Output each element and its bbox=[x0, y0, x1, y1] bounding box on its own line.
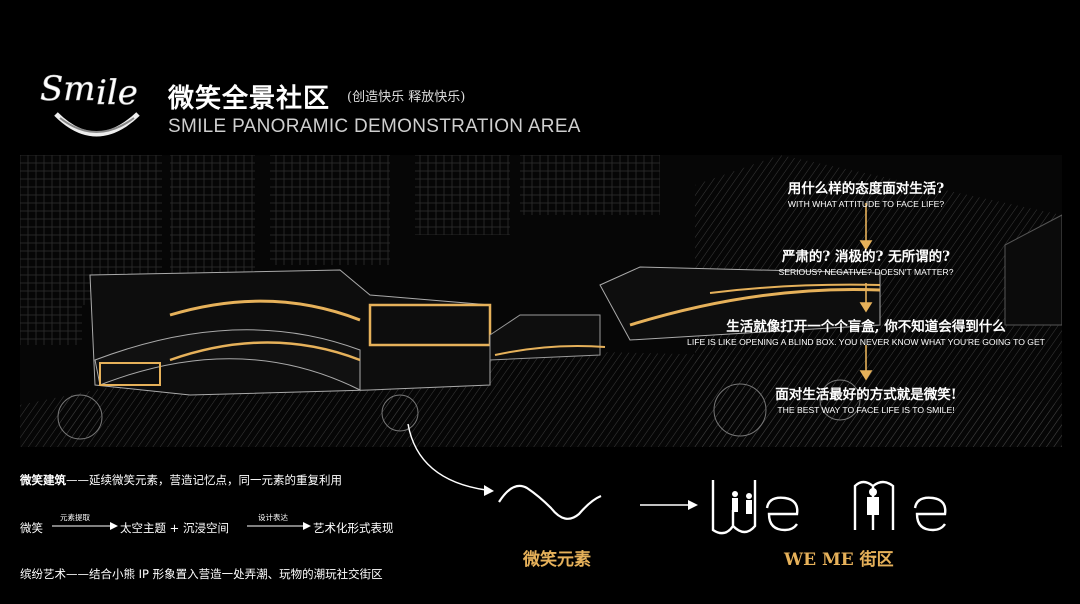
smile-logo: Sm ile bbox=[40, 69, 140, 137]
note-2-b: 太空主题 + 沉浸空间 bbox=[120, 521, 229, 535]
note-2-tag1: 元素提取 bbox=[60, 513, 90, 522]
note-1-head: 微笑建筑 bbox=[20, 473, 66, 487]
question-3: 生活就像打开一个个盲盒, 你不知道会得到什么 LIFE IS LIKE OPEN… bbox=[670, 315, 1062, 347]
note-2-c: 艺术化形式表现 bbox=[313, 521, 394, 535]
svg-text:ile: ile bbox=[96, 73, 138, 113]
question-3-en: LIFE IS LIKE OPENING A BLIND BOX. YOU NE… bbox=[687, 337, 1045, 347]
question-2-en: SERIOUS? NEGATIVE? DOESN'T MATTER? bbox=[778, 267, 954, 277]
arrow-icon bbox=[247, 522, 311, 530]
page-title-english: SMILE PANORAMIC DEMONSTRATION AREA bbox=[168, 116, 581, 137]
arrow-right-icon bbox=[640, 500, 698, 510]
curved-arrow-icon bbox=[407, 423, 494, 496]
question-3-cn: 生活就像打开一个个盲盒, 你不知道会得到什么 bbox=[726, 319, 1006, 335]
page-subtitle: (创造快乐 释放快乐) bbox=[347, 90, 466, 105]
arrow-icon bbox=[52, 522, 118, 530]
note-2-a: 微笑 bbox=[20, 521, 43, 535]
svg-text:Sm: Sm bbox=[40, 69, 96, 109]
question-1-en: WITH WHAT ATTITUDE TO FACE LIFE? bbox=[787, 199, 945, 209]
page-title: 微笑全景社区 bbox=[168, 84, 331, 114]
question-1-cn: 用什么样的态度面对生活? bbox=[787, 181, 945, 197]
architecture-render: 用什么样的态度面对生活? WITH WHAT ATTITUDE TO FACE … bbox=[20, 155, 1062, 447]
question-4: 面对生活最好的方式就是微笑! THE BEST WAY TO FACE LIFE… bbox=[750, 383, 982, 415]
weme-district-label: WE ME 街区 bbox=[784, 550, 894, 570]
note-2-tag2: 设计表达 bbox=[258, 513, 288, 522]
note-flow: 微笑 bbox=[20, 520, 43, 536]
weme-logo bbox=[711, 480, 947, 535]
note-smile-architecture: 微笑建筑——延续微笑元素，营造记忆点，同一元素的重复利用 bbox=[20, 472, 342, 488]
note-colorful-art: 缤纷艺术——结合小熊 IP 形象置入营造一处弄潮、玩物的潮玩社交街区 bbox=[20, 567, 383, 581]
note-1-body: ——延续微笑元素，营造记忆点，同一元素的重复利用 bbox=[66, 473, 342, 487]
question-1: 用什么样的态度面对生活? WITH WHAT ATTITUDE TO FACE … bbox=[750, 177, 982, 209]
question-4-en: THE BEST WAY TO FACE LIFE IS TO SMILE! bbox=[777, 405, 955, 415]
smile-wave-icon bbox=[498, 484, 602, 520]
question-2-cn: 严肃的? 消极的? 无所谓的? bbox=[781, 249, 951, 265]
question-4-cn: 面对生活最好的方式就是微笑! bbox=[775, 387, 957, 403]
smile-element-label: 微笑元素 bbox=[523, 550, 591, 570]
question-2: 严肃的? 消极的? 无所谓的? SERIOUS? NEGATIVE? DOESN… bbox=[750, 245, 982, 277]
